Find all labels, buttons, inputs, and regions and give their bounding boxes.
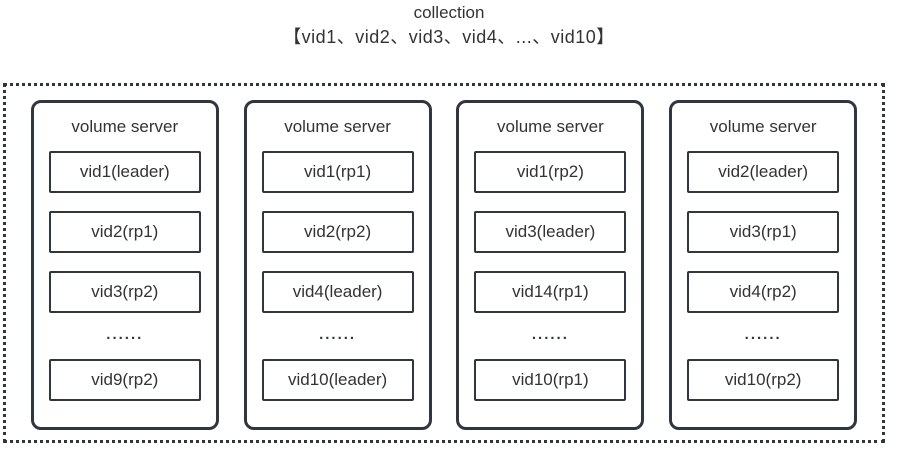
vid-box: vid3(rp2) xyxy=(48,271,201,313)
vid-box: vid4(rp2) xyxy=(687,271,840,313)
volume-server-card-4: volume server vid2(leader) vid3(rp1) vid… xyxy=(669,100,858,430)
vid-box: vid2(leader) xyxy=(687,151,840,193)
ellipsis-row: ...... xyxy=(531,326,569,343)
volume-server-title: volume server xyxy=(497,117,604,136)
ellipsis-row: ...... xyxy=(319,326,357,343)
vid-box: vid2(rp1) xyxy=(48,211,201,253)
ellipsis-row: ...... xyxy=(744,326,782,343)
vid-box: vid2(rp2) xyxy=(261,211,414,253)
vid-box: vid4(leader) xyxy=(261,271,414,313)
volume-server-card-2: volume server vid1(rp1) vid2(rp2) vid4(l… xyxy=(243,100,432,430)
vid-box: vid10(rp1) xyxy=(474,359,627,401)
vid-box: vid3(rp1) xyxy=(687,211,840,253)
vid-box: vid9(rp2) xyxy=(48,359,201,401)
vid-box: vid1(rp2) xyxy=(474,151,627,193)
volume-server-card-1: volume server vid1(leader) vid2(rp1) vid… xyxy=(30,100,219,430)
volume-server-title: volume server xyxy=(709,117,817,136)
ellipsis-row: ...... xyxy=(106,326,144,343)
cluster-boundary: volume server vid1(leader) vid2(rp1) vid… xyxy=(3,83,885,443)
vid-box: vid1(rp1) xyxy=(261,151,414,193)
vid-box: vid1(leader) xyxy=(48,151,201,193)
vid-box: vid10(rp2) xyxy=(687,359,840,401)
vid-box: vid10(leader) xyxy=(261,359,414,401)
page-title: collection xyxy=(413,3,485,22)
volume-server-title: volume server xyxy=(71,117,179,136)
collection-range-subtitle: 【vid1、vid2、vid3、vid4、...、vid10】 xyxy=(283,27,615,47)
vid-box: vid14(rp1) xyxy=(474,271,627,313)
vid-box: vid3(leader) xyxy=(474,211,627,253)
header: collection 【vid1、vid2、vid3、vid4、...、vid1… xyxy=(0,2,898,50)
volume-server-title: volume server xyxy=(284,117,391,136)
volume-server-card-3: volume server vid1(rp2) vid3(leader) vid… xyxy=(456,100,645,430)
